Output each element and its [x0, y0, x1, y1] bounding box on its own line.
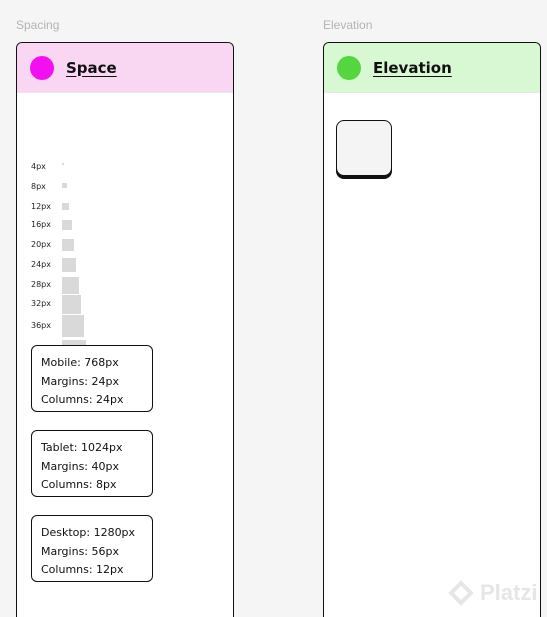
spacing-label: 4px: [31, 162, 46, 171]
spacing-swatch: [62, 315, 84, 337]
elevation-panel-title[interactable]: Elevation: [373, 58, 452, 77]
spacing-row-16px: 16px: [31, 220, 72, 230]
platzi-logo-icon: [448, 580, 474, 606]
spacing-label: 28px: [31, 280, 51, 289]
spacing-row-12px: 12px: [31, 203, 69, 211]
breakpoint-columns: Columns: 12px: [41, 563, 124, 576]
breakpoint-device: Mobile: 768px: [41, 356, 119, 369]
breakpoint-device: Tablet: 1024px: [41, 441, 123, 454]
space-panel: Space 4px 8px 12px 16px 20px 24px 28px 32px 36px…: [16, 42, 234, 617]
spacing-swatch: [62, 276, 79, 294]
breakpoint-columns: Columns: 8px: [41, 478, 117, 491]
breakpoint-margins: Margins: 56px: [41, 544, 119, 558]
breakpoint-margins: Margins: 24px: [41, 374, 119, 388]
spacing-row-20px: 20px: [31, 239, 74, 251]
spacing-swatch: [62, 163, 64, 165]
spacing-swatch: [62, 220, 72, 230]
space-dot-icon: [30, 55, 54, 80]
space-panel-header: Space: [17, 43, 233, 93]
spacing-row-8px: 8px: [31, 183, 67, 191]
elevation-panel-header: Elevation: [324, 43, 540, 93]
spacing-swatch: [62, 258, 76, 272]
breakpoint-columns: Columns: 24px: [41, 393, 124, 406]
breakpoint-card-tablet: Tablet: 1024px Margins: 40px Columns: 8p…: [31, 430, 153, 497]
platzi-watermark: Platzi: [448, 580, 538, 606]
spacing-swatch: [62, 203, 69, 210]
breakpoint-margins: Margins: 40px: [41, 459, 119, 473]
spacing-label: 36px: [31, 321, 51, 330]
spacing-swatch: [62, 183, 67, 188]
breakpoint-card-mobile: Mobile: 768px Margins: 24px Columns: 24p…: [31, 345, 153, 412]
spacing-label: 8px: [31, 182, 46, 191]
elevation-sample-box: [336, 120, 392, 176]
watermark-text: Platzi: [480, 580, 538, 605]
breakpoint-card-desktop: Desktop: 1280px Margins: 56px Columns: 1…: [31, 515, 153, 582]
spacing-label: 32px: [31, 299, 51, 308]
spacing-label: 12px: [31, 202, 51, 211]
spacing-row-28px: 28px: [31, 276, 79, 294]
section-label-spacing: Spacing: [16, 18, 60, 32]
breakpoint-device: Desktop: 1280px: [41, 526, 136, 539]
spacing-row-32px: 32px: [31, 294, 81, 314]
elevation-panel: Elevation: [323, 42, 541, 617]
spacing-row-4px: 4px: [31, 163, 64, 171]
spacing-row-36px: 36px: [31, 315, 84, 337]
spacing-swatch: [62, 239, 74, 251]
spacing-label: 24px: [31, 260, 51, 269]
spacing-row-24px: 24px: [31, 258, 76, 272]
spacing-label: 16px: [31, 220, 51, 229]
elevation-dot-icon: [337, 55, 361, 80]
spacing-label: 20px: [31, 240, 51, 249]
space-panel-title[interactable]: Space: [66, 58, 117, 77]
section-label-elevation: Elevation: [323, 18, 373, 32]
spacing-swatch: [62, 294, 81, 314]
